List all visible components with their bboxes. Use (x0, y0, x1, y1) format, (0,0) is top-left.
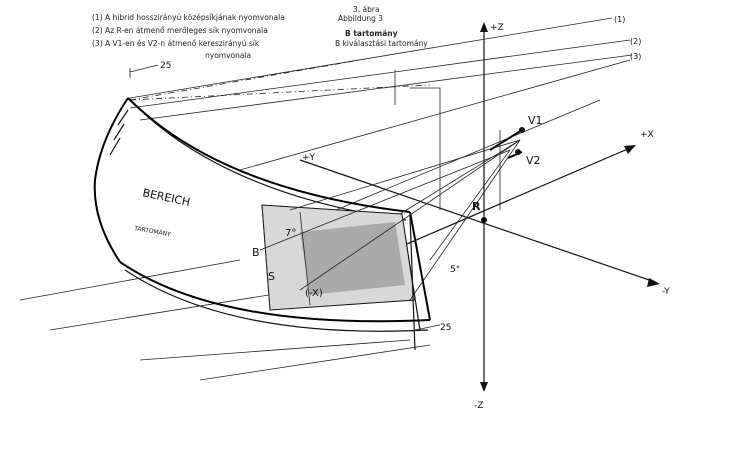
z-pos-label: +Z (490, 23, 504, 33)
v1-label: V1 (528, 114, 543, 127)
v2-point (515, 149, 521, 155)
zone-b: B S (-X) 7° (252, 204, 416, 311)
x-neg-label: (-X) (305, 288, 323, 299)
tartomany-label: TARTOMÁNY (133, 225, 172, 239)
caption-line-3b: nyomvonala (205, 51, 251, 60)
caption-block: (1) A hibrid hosszirányú középsíkjának n… (92, 5, 428, 60)
trace-2-label: (2) (630, 37, 641, 46)
figure-label: 3. ábra (353, 5, 380, 14)
vertical-reference: 5° (409, 130, 501, 351)
y-arrow-icon (647, 278, 660, 287)
dim-25-bottom-label: 25 (440, 323, 451, 333)
angle-5-label: 5° (450, 265, 460, 275)
angle-7-label: 7° (285, 228, 296, 239)
figure-label-de: Abbildung 3 (338, 14, 383, 23)
x-arrow-icon (624, 145, 636, 154)
trace-3-label: (3) (630, 52, 641, 61)
r-point (481, 217, 487, 223)
y-neg-label: -Y (662, 287, 670, 297)
dim-25-top-label: 25 (160, 61, 171, 71)
area-label-2: B kiválasztási tartomány (335, 39, 428, 48)
dimensions: 25 25 (129, 61, 451, 333)
v2-label: V2 (526, 154, 541, 167)
sight-lines: V1 V2 R (259, 70, 543, 301)
z-axis: +Z -Z (474, 22, 504, 411)
z-arrow-up-icon (480, 22, 488, 32)
r-label: R (472, 200, 481, 213)
z-neg-label: -Z (474, 401, 483, 411)
b-label: B (252, 246, 260, 259)
s-label: S (268, 270, 275, 283)
caption-line-3: (3) A V1-en és V2-n átmenő kereszirányú … (92, 39, 260, 48)
caption-line-1: (1) A hibrid hosszirányú középsíkjának n… (92, 13, 285, 22)
bereich-label: BEREICH (141, 186, 191, 209)
trace-lines: (1) (2) (3) (19, 15, 641, 381)
trace-1-label: (1) (614, 15, 625, 24)
x-pos-label: +X (640, 130, 654, 140)
caption-line-2: (2) Az R-en átmenő merőleges sík nyomvon… (92, 26, 268, 35)
z-arrow-down-icon (480, 382, 488, 392)
y-pos-label: +Y (302, 153, 316, 163)
v1-point (519, 127, 525, 133)
area-label: B tartomány (345, 29, 398, 38)
y-axis: -Y +Y (299, 153, 670, 297)
